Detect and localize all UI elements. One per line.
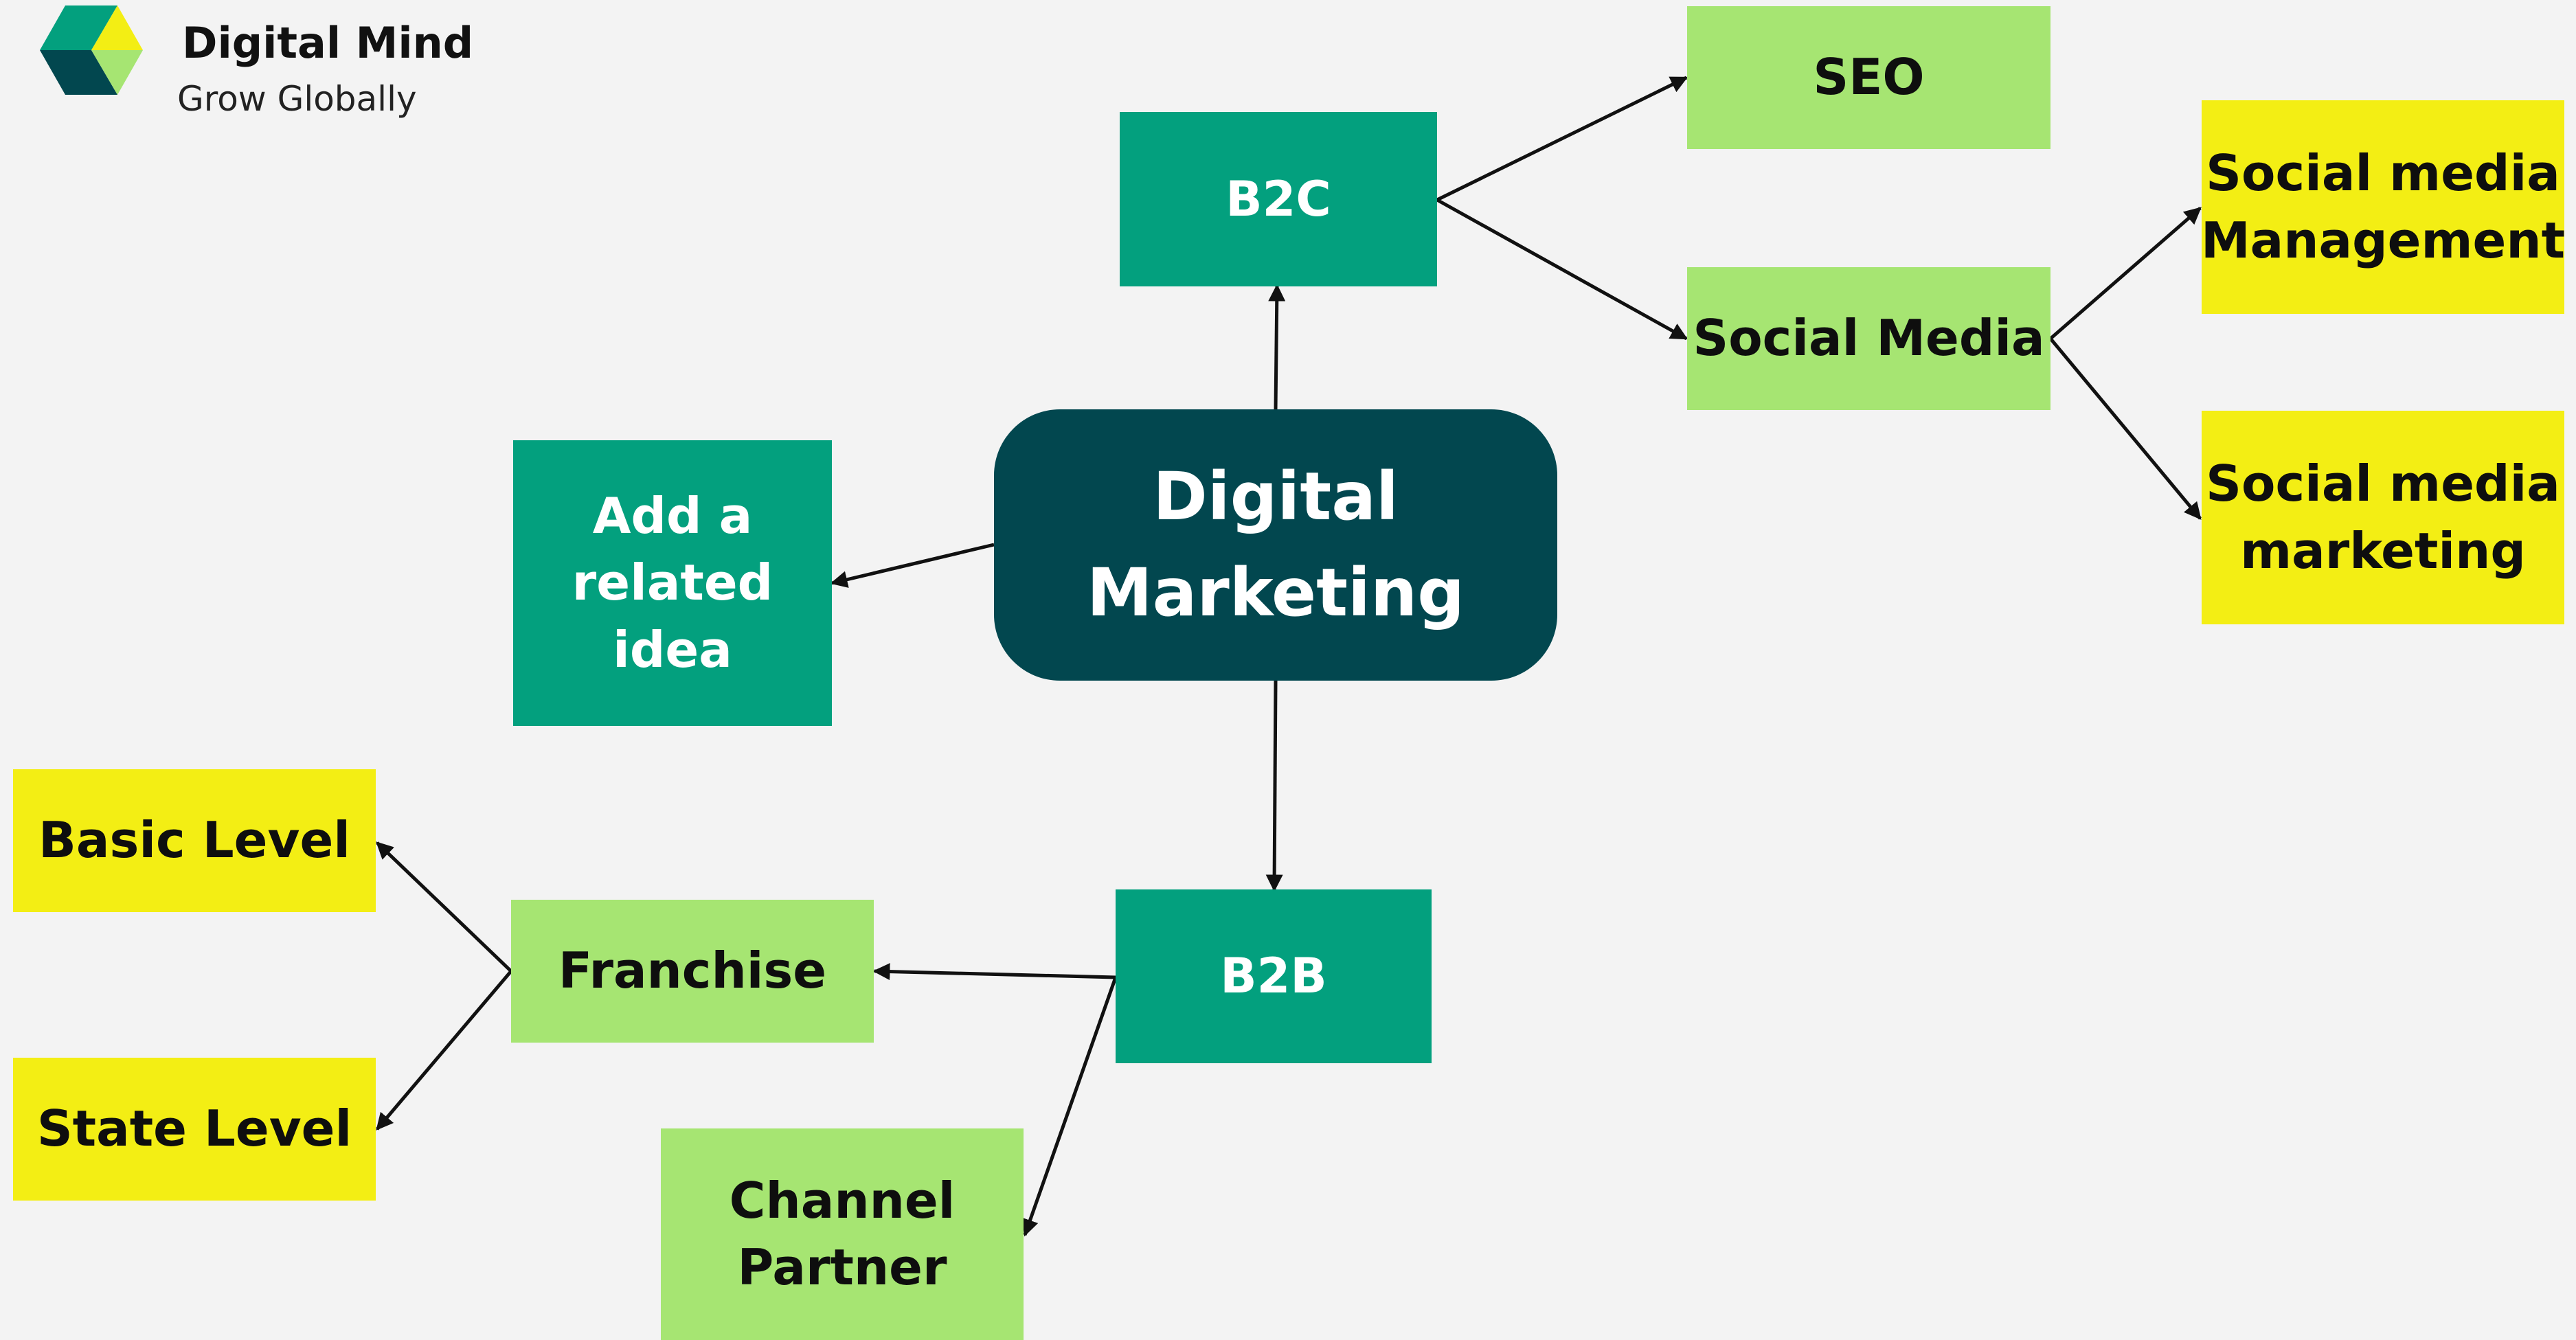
node-basic-level[interactable]: Basic Level	[13, 769, 376, 912]
edge-social-media-to-management	[2049, 207, 2202, 340]
node-related-idea[interactable]: Add a related idea	[513, 440, 832, 726]
node-seo[interactable]: SEO	[1687, 6, 2050, 149]
edge-franchise-to-state-level	[376, 970, 512, 1131]
brand-name: Digital Mind	[182, 18, 474, 68]
edge-franchise-to-basic-level	[376, 841, 512, 973]
edge-center-to-related-idea	[830, 543, 995, 588]
node-channel-partner[interactable]: Channel Partner	[661, 1128, 1024, 1340]
hexagon-cube-logo-icon	[40, 5, 143, 95]
edge-b2b-to-channel-partner	[1021, 977, 1118, 1237]
edge-b2c-to-seo	[1436, 76, 1688, 202]
brand-tagline: Grow Globally	[177, 79, 417, 119]
node-social-media-marketing[interactable]: Social media marketing	[2202, 411, 2564, 624]
node-franchise[interactable]: Franchise	[511, 900, 874, 1043]
node-digital-marketing[interactable]: Digital Marketing	[994, 409, 1557, 681]
edge-b2b-to-franchise	[872, 963, 1116, 981]
edge-center-to-b2b	[1265, 680, 1283, 892]
node-state-level[interactable]: State Level	[13, 1058, 376, 1201]
edge-center-to-b2c	[1268, 284, 1286, 410]
node-social-media[interactable]: Social Media	[1687, 267, 2050, 410]
node-b2b[interactable]: B2B	[1116, 889, 1432, 1063]
node-b2c[interactable]: B2C	[1120, 112, 1437, 286]
node-social-media-management[interactable]: Social media Management	[2201, 100, 2565, 314]
edge-b2c-to-social-media	[1436, 198, 1688, 341]
edge-social-media-to-marketing	[2049, 337, 2202, 520]
